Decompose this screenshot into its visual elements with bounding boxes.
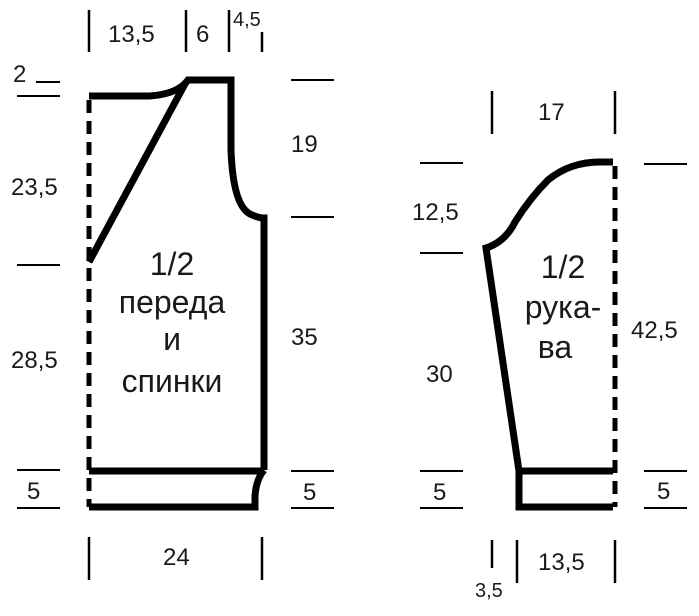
body-title-line-2: переда	[119, 284, 226, 320]
body-title-line-1: 1/2	[150, 246, 194, 282]
body-outline	[85, 76, 268, 511]
sleeve-piece: 17 12,5 30 5 42,5 5 13,5 3,5 1/2 рука- в…	[412, 91, 687, 602]
sleeve-bottom-ticks	[490, 540, 617, 583]
body-height-hem-left: 5	[27, 478, 40, 505]
sleeve-left-ticks	[420, 162, 463, 509]
body-height-shoulder-slope: 2	[13, 61, 26, 88]
sleeve-right-ticks	[644, 163, 687, 509]
sleeve-title-line-1: 1/2	[541, 249, 585, 285]
sleeve-title-line-2: рука-	[525, 289, 602, 325]
body-title-line-3: и	[163, 321, 181, 357]
body-piece: 13,5 6 4,5 2 23,5 28,5 5 19 35 5 24 1/2 …	[11, 9, 334, 580]
sleeve-height-cap: 12,5	[412, 199, 459, 226]
sleeve-width-top: 17	[538, 99, 565, 126]
body-top-ticks	[87, 10, 264, 52]
sleeve-title-line-3: ва	[538, 329, 573, 365]
body-left-ticks	[17, 81, 60, 509]
body-height-neck-depth: 23,5	[11, 174, 58, 201]
sleeve-height-total: 42,5	[631, 317, 678, 344]
body-title-line-4: спинки	[122, 363, 223, 399]
body-width-neck: 13,5	[108, 21, 155, 48]
body-right-ticks	[291, 79, 334, 509]
body-width-bottom: 24	[163, 544, 190, 571]
body-width-armhole-inset: 4,5	[233, 9, 261, 31]
sleeve-height-cuff-right: 5	[657, 478, 670, 505]
sleeve-outline	[482, 158, 613, 511]
body-width-shoulder: 6	[196, 21, 209, 48]
body-bottom-ticks	[87, 537, 264, 580]
body-height-lower: 28,5	[11, 347, 58, 374]
sleeve-height-sleeve: 30	[426, 361, 453, 388]
sleeve-top-ticks	[490, 91, 617, 134]
sleeve-width-offset: 3,5	[475, 580, 503, 602]
sleeve-width-cuff: 13,5	[538, 549, 585, 576]
body-height-side: 35	[291, 324, 318, 351]
body-height-armhole: 19	[291, 131, 318, 158]
body-height-hem-right: 5	[303, 479, 316, 506]
sleeve-height-cuff-left: 5	[433, 479, 446, 506]
